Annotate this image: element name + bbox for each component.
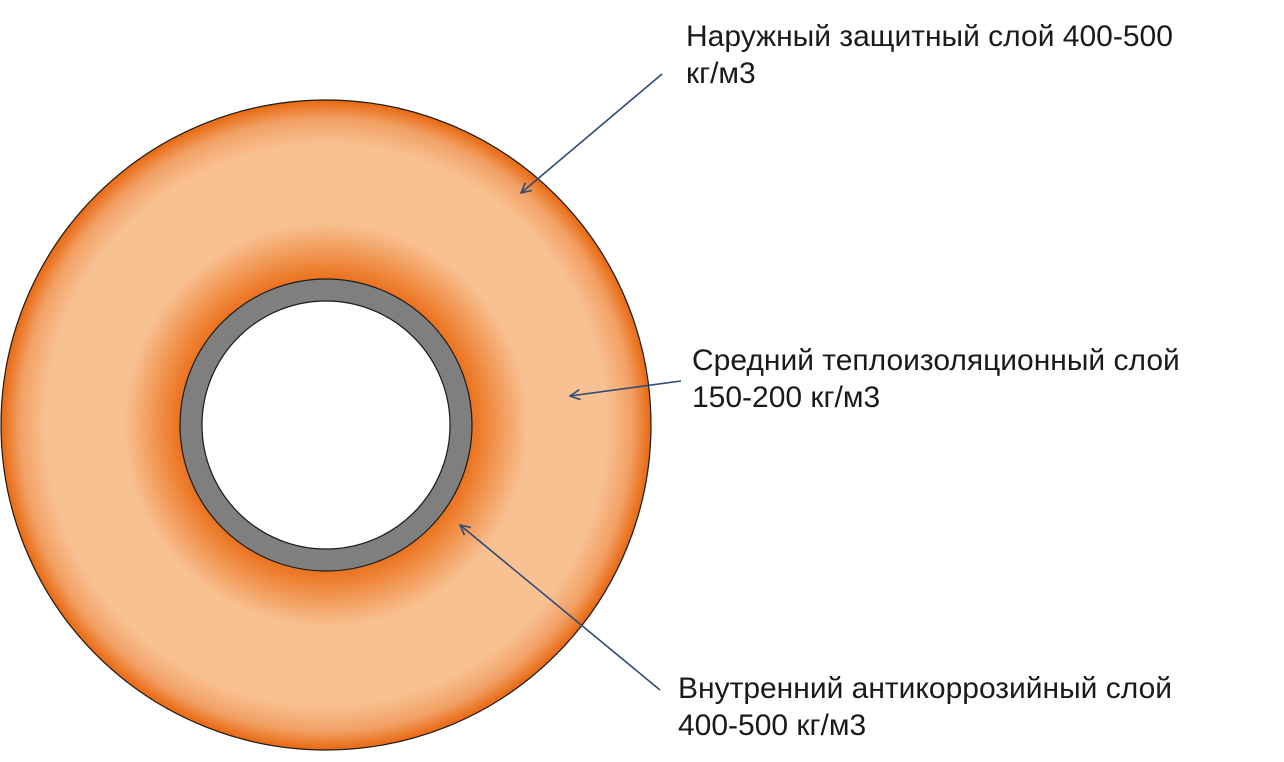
outer-layer-label: Наружный защитный слой 400-500 кг/м3: [686, 18, 1173, 92]
arrow-middle-layer: [570, 380, 682, 396]
middle-layer-label-line2: 150-200 кг/м3: [692, 381, 881, 414]
middle-layer-label: Средний теплоизоляционный слой 150-200 к…: [692, 342, 1180, 416]
pipe-bore: [201, 300, 451, 550]
middle-layer-label-line1: Средний теплоизоляционный слой: [692, 344, 1180, 377]
outer-layer-label-line2: кг/м3: [686, 57, 756, 90]
arrow-outer-layer: [521, 73, 663, 193]
inner-layer-label-line2: 400-500 кг/м3: [678, 709, 867, 742]
inner-layer-label: Внутренний антикоррозийный слой 400-500 …: [678, 670, 1172, 744]
inner-layer-label-line1: Внутренний антикоррозийный слой: [678, 672, 1173, 705]
arrow-inner-layer: [460, 525, 661, 691]
outer-layer-label-line1: Наружный защитный слой 400-500: [686, 20, 1173, 53]
